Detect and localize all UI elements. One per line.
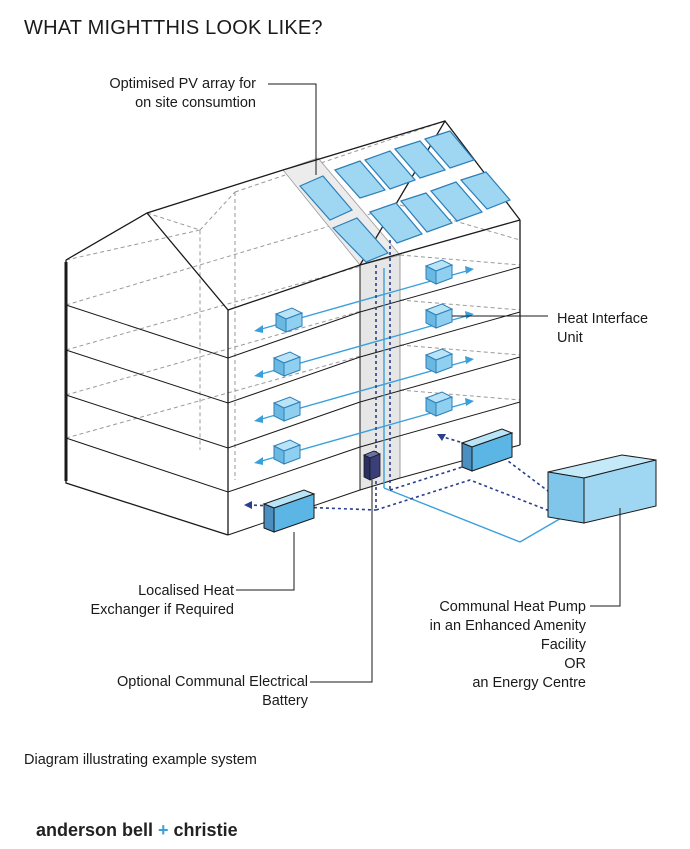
pv-panel <box>333 160 387 199</box>
logo-plus: + <box>158 820 169 840</box>
pump-label-line: Communal Heat Pump <box>439 599 586 615</box>
hiu-cube <box>272 396 302 422</box>
company-logo: anderson bell + christie <box>36 820 238 841</box>
pv-array <box>299 130 512 263</box>
floor-lines <box>65 265 521 536</box>
pv-panel <box>423 130 476 169</box>
pv-panel <box>363 150 417 190</box>
communal-heat-pump <box>547 454 657 524</box>
battery-label-line: Optional Communal Electrical <box>117 674 308 690</box>
pv-panel <box>459 171 512 210</box>
pump-label-line: in an Enhanced Amenity <box>429 618 586 634</box>
pv-label-line: on site consumtion <box>135 95 256 111</box>
hiu-cube <box>272 351 302 377</box>
pv-panel <box>368 202 424 244</box>
leader-lines <box>236 83 621 683</box>
heat-exchanger-left <box>262 489 316 533</box>
pv-panel <box>331 217 390 263</box>
diagram-caption: Diagram illustrating example system <box>24 752 257 768</box>
heat-exchanger-label: Localised Heat Exchanger if Required <box>50 582 234 620</box>
battery <box>363 450 381 481</box>
pv-panel <box>429 181 484 222</box>
battery-label: Optional Communal Electrical Battery <box>60 673 308 711</box>
heat-exchanger-right <box>460 428 514 472</box>
arrowheads <box>254 266 474 465</box>
pv-panel <box>299 175 353 221</box>
hiu-label-line: Heat Interface <box>557 311 649 327</box>
hiu-cube <box>424 391 454 417</box>
hiu-cube <box>274 307 304 333</box>
hiu-label-line: Unit <box>557 330 583 346</box>
heat-interface-units <box>272 259 454 465</box>
dashed-arrowheads <box>244 434 446 509</box>
hex-label-line: Localised Heat <box>138 583 234 599</box>
hiu-cube <box>272 439 302 465</box>
hex-label-line: Exchanger if Required <box>90 602 234 618</box>
heat-pump-label: Communal Heat Pump in an Enhanced Amenit… <box>380 598 586 693</box>
hiu-cube <box>424 348 454 374</box>
logo-text: anderson bell <box>36 820 159 840</box>
pump-label-line: OR <box>564 656 586 672</box>
pv-panel <box>393 140 447 179</box>
pv-label-line: Optimised PV array for <box>109 76 256 92</box>
hiu-cube <box>424 303 454 329</box>
pv-array-label: Optimised PV array for on site consumtio… <box>60 75 256 113</box>
hiu-cube <box>424 259 454 285</box>
hiu-label: Heat Interface Unit <box>557 310 648 348</box>
logo-text: christie <box>168 820 238 840</box>
page-title: WHAT MIGHTTHIS LOOK LIKE? <box>24 17 323 39</box>
pump-label-line: Facility <box>540 637 586 653</box>
pump-label-line: an Energy Centre <box>472 675 586 691</box>
pv-panel <box>399 192 454 233</box>
primary-network <box>247 240 561 516</box>
battery-label-line: Battery <box>262 693 308 709</box>
building-outline <box>65 119 521 536</box>
